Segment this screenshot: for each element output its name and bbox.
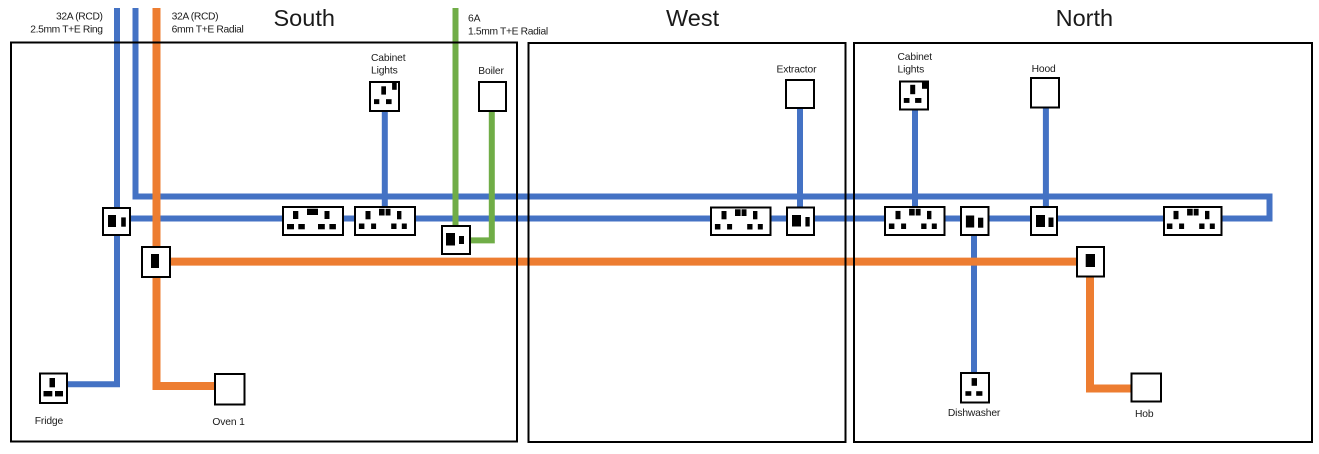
svg-text:Dishwasher: Dishwasher	[948, 408, 1001, 419]
svg-text:Boiler: Boiler	[478, 66, 504, 77]
svg-text:Cabinet: Cabinet	[371, 53, 406, 64]
svg-text:South: South	[274, 5, 335, 31]
svg-text:Extractor: Extractor	[777, 65, 818, 76]
svg-text:North: North	[1056, 5, 1113, 31]
svg-text:32A (RCD): 32A (RCD)	[56, 12, 103, 23]
svg-text:Hood: Hood	[1032, 64, 1056, 75]
svg-text:Hob: Hob	[1135, 409, 1154, 420]
svg-text:6A: 6A	[468, 14, 481, 25]
svg-text:Lights: Lights	[371, 66, 398, 77]
svg-text:1.5mm T+E Radial: 1.5mm T+E Radial	[468, 26, 548, 37]
svg-text:6mm T+E Radial: 6mm T+E Radial	[172, 24, 244, 35]
svg-text:32A (RCD): 32A (RCD)	[172, 12, 219, 23]
svg-text:Cabinet: Cabinet	[898, 52, 933, 63]
svg-text:Lights: Lights	[898, 65, 925, 76]
svg-text:West: West	[666, 5, 720, 31]
svg-text:Oven 1: Oven 1	[212, 417, 245, 428]
svg-text:Fridge: Fridge	[35, 416, 64, 427]
svg-text:2.5mm T+E Ring: 2.5mm T+E Ring	[30, 24, 103, 35]
